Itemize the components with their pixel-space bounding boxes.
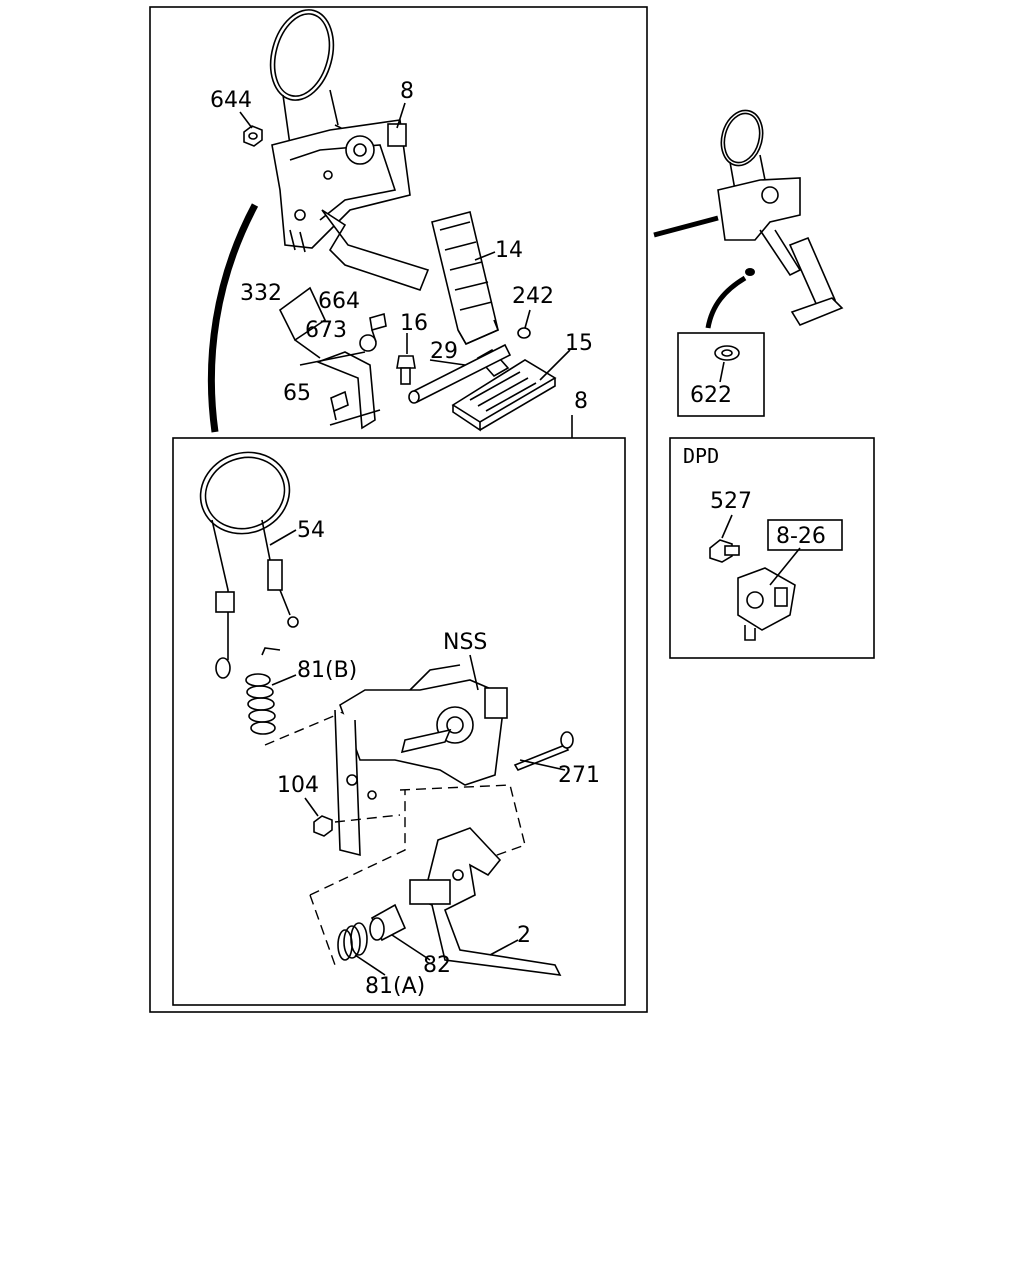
callout-8-inset: 8 [574, 389, 588, 414]
callout-82: 82 [423, 953, 451, 978]
main-frame [149, 6, 648, 1013]
inset-frame [172, 437, 626, 1006]
callout-54: 54 [297, 518, 325, 543]
callout-65: 65 [283, 381, 311, 406]
callout-8-top: 8 [400, 79, 414, 104]
callout-81a: 81(A) [365, 974, 425, 999]
spring-81a [337, 922, 386, 976]
inset-leader-curve [207, 203, 259, 433]
dpd-parts [709, 514, 801, 641]
nut-104 [304, 797, 333, 837]
pedal-pad [431, 211, 500, 346]
callout-15: 15 [565, 331, 593, 356]
callout-242: 242 [512, 284, 554, 309]
callout-332: 332 [240, 281, 282, 306]
spring-81b [245, 647, 297, 735]
cable-54 [199, 451, 299, 679]
callout-271: 271 [558, 763, 600, 788]
nut-242 [517, 309, 531, 339]
callout-nss: NSS [443, 630, 487, 655]
callout-664: 664 [318, 289, 360, 314]
nss-bracket [334, 664, 508, 857]
callout-104: 104 [277, 773, 319, 798]
callout-29: 29 [430, 339, 458, 364]
overview-thumbnail [717, 109, 844, 326]
callout-673: 673 [305, 318, 347, 343]
pedal-base [451, 348, 557, 432]
pedal-bracket-assembly [269, 9, 430, 291]
callout-644: 644 [210, 88, 252, 113]
bolt-16 [396, 333, 416, 385]
dpd-box [669, 437, 875, 659]
pedal-arm [409, 827, 562, 976]
ref-box-8-26 [767, 519, 843, 551]
callout-16: 16 [400, 311, 428, 336]
callout-2: 2 [517, 923, 531, 948]
callout-622: 622 [690, 383, 732, 408]
bushing-82 [369, 903, 431, 961]
callout-527: 527 [710, 489, 752, 514]
pivot-pin [408, 343, 512, 404]
stopper-bracket [278, 286, 387, 430]
dpd-title: DPD [683, 444, 719, 468]
washer-box [677, 332, 765, 417]
nut-644 [239, 111, 263, 147]
washer-622 [714, 345, 740, 383]
ref-label-8-26: 8-26 [776, 524, 826, 549]
bolt-271 [513, 731, 574, 771]
callout-81b: 81(B) [297, 658, 357, 683]
callout-14: 14 [495, 238, 523, 263]
